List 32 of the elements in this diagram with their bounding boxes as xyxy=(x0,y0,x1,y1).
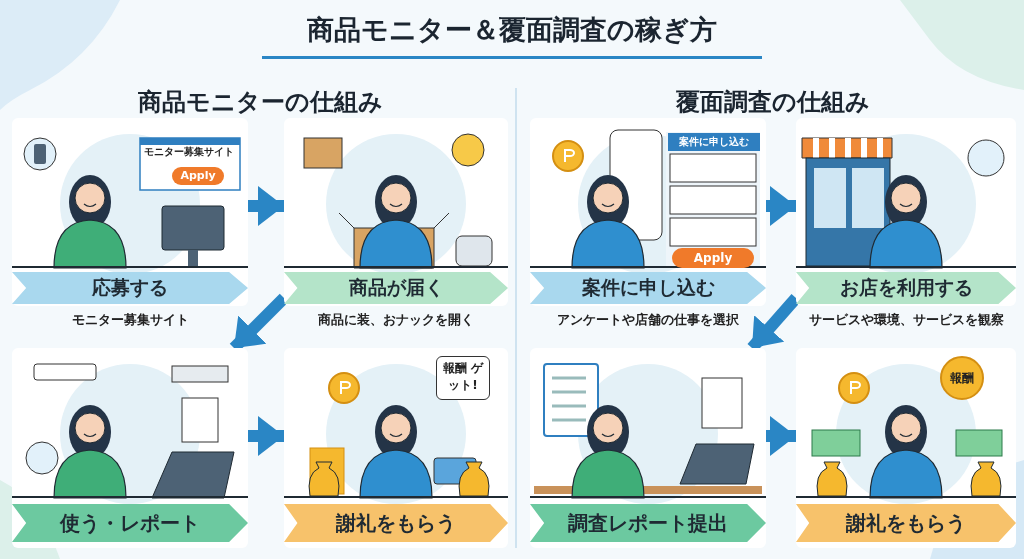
step-panel xyxy=(12,348,248,548)
step-banner: 使う・レポート xyxy=(12,504,248,542)
step-banner: お店を利用する xyxy=(796,272,1016,304)
step-caption: サービスや環境、サービスを観察 xyxy=(807,312,1005,329)
speech-bubble: 報酬 ゲット! xyxy=(436,356,490,400)
step-caption: アンケートや店舗の仕事を選択 xyxy=(556,312,740,329)
step-panel xyxy=(12,118,248,306)
step-banner: 案件に申し込む xyxy=(530,272,766,304)
step-panel xyxy=(284,348,508,548)
step-panel xyxy=(796,118,1016,306)
step-panel xyxy=(284,118,508,306)
step-panel xyxy=(530,348,766,548)
section-heading: 覆面調査の仕組み xyxy=(675,87,871,118)
arrow xyxy=(248,416,284,456)
step-banner: 謝礼をもらう xyxy=(796,504,1016,542)
step-banner: 調査レポート提出 xyxy=(530,504,766,542)
step-caption: 商品に装、おナックを開く xyxy=(317,312,475,329)
title: 商品モニター＆覆面調査の稼ぎ方 xyxy=(306,13,718,47)
step-panel xyxy=(796,348,1016,548)
list-header: 案件に申し込む xyxy=(668,133,760,151)
apply-button: Apply xyxy=(672,248,754,268)
step-banner: 商品が届く xyxy=(284,272,508,304)
step-banner: 謝礼をもらう xyxy=(284,504,508,542)
apply-button: Apply xyxy=(172,167,224,185)
step-banner: 応募する xyxy=(12,272,248,304)
step-panel xyxy=(530,118,766,306)
arrow xyxy=(248,186,284,226)
section-heading: 商品モニターの仕組み xyxy=(136,87,384,118)
window-heading: モニター募集サイト xyxy=(144,145,235,159)
arrow xyxy=(766,186,796,226)
step-caption: モニター募集サイト xyxy=(70,312,190,329)
arrow xyxy=(766,416,796,456)
